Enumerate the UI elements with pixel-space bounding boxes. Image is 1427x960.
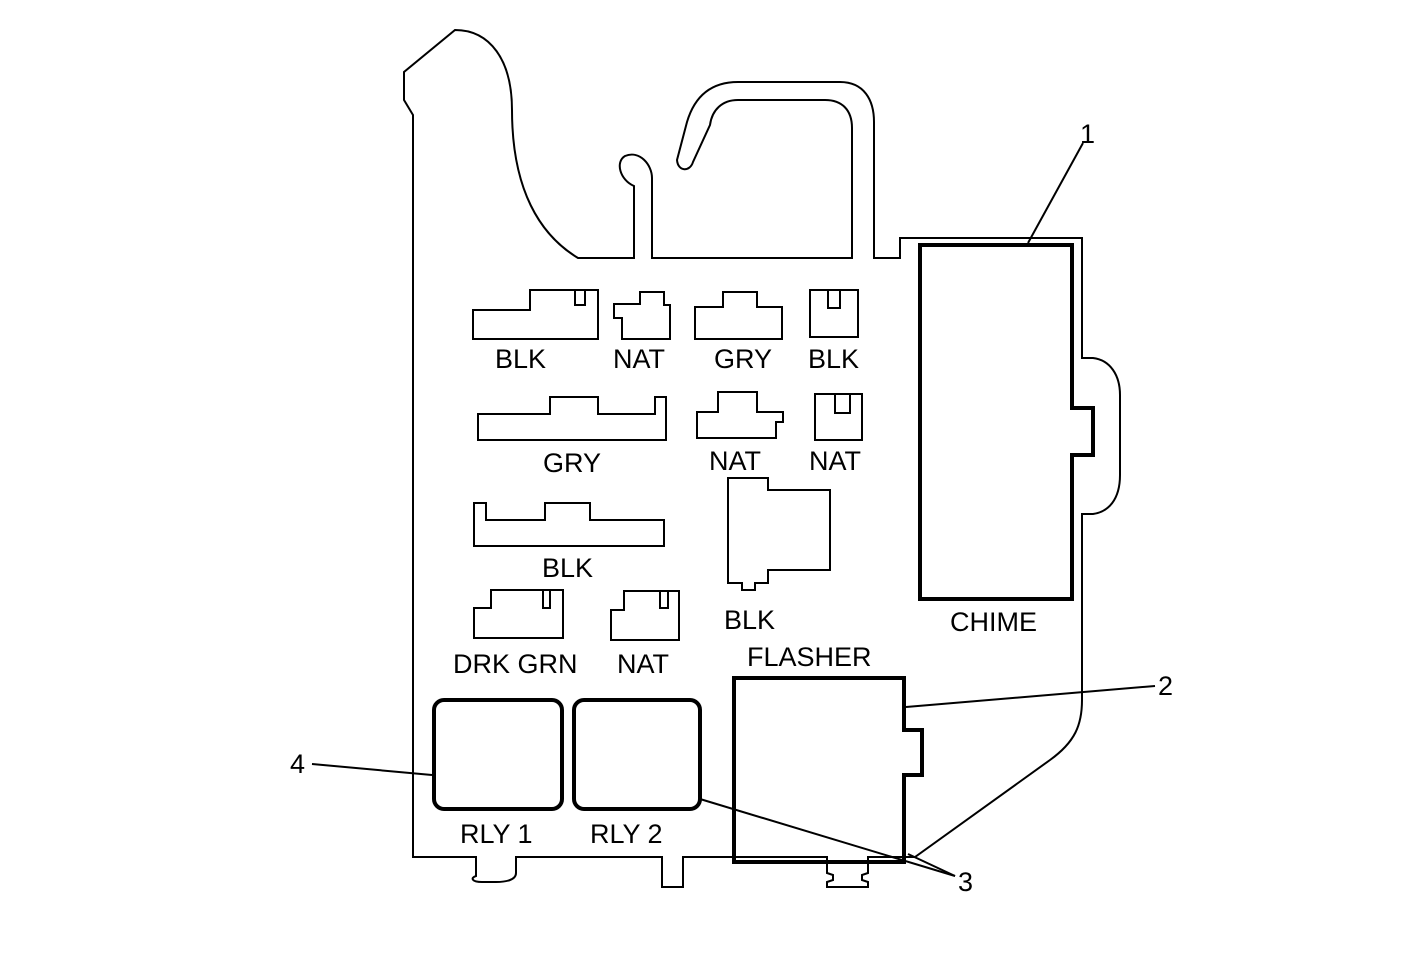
connector-shape-blk-1: [472, 289, 599, 340]
connector-label-nat-3: NAT: [809, 446, 861, 476]
connector-shape-blk-2: [809, 289, 859, 338]
panel-outline: [403, 28, 1121, 888]
connector-shape-drk-grn: [473, 589, 564, 639]
relay-1-label: RLY 1: [460, 819, 533, 849]
leader-line-2: [905, 685, 1156, 708]
connector-shape-blk-4: [727, 477, 831, 591]
connector-label-nat-4: NAT: [617, 649, 669, 679]
callout-3: 3: [958, 867, 973, 897]
connector-label-blk-3: BLK: [542, 553, 593, 583]
connector-shape-nat-1: [613, 291, 671, 340]
flasher-module: [732, 676, 924, 864]
connector-label-nat-1: NAT: [613, 344, 665, 374]
connector-shape-nat-3: [814, 393, 863, 441]
connector-label-blk-1: BLK: [495, 344, 546, 374]
connector-shape-gry-2: [477, 396, 667, 441]
leader-line-4: [311, 763, 433, 776]
relay-1-box: [432, 698, 564, 811]
connector-label-gry-1: GRY: [714, 344, 772, 374]
leader-line-3a: [699, 798, 956, 877]
connector-shape-nat-4: [610, 590, 680, 641]
flasher-label: FLASHER: [747, 642, 872, 672]
connector-label-blk-2: BLK: [808, 344, 859, 374]
chime-module: [918, 243, 1095, 601]
connector-label-nat-2: NAT: [709, 446, 761, 476]
connector-label-gry-2: GRY: [543, 448, 601, 478]
connector-label-blk-4: BLK: [724, 605, 775, 635]
callout-2: 2: [1158, 671, 1173, 701]
connector-label-drk-grn: DRK GRN: [453, 649, 578, 679]
callout-4: 4: [290, 749, 305, 779]
relay-2-label: RLY 2: [590, 819, 663, 849]
connector-shape-blk-3: [473, 502, 665, 547]
connector-shape-nat-2: [696, 391, 784, 439]
chime-label: CHIME: [950, 607, 1037, 637]
relay-2-box: [572, 698, 702, 811]
leader-line-3b: [907, 853, 956, 877]
connector-shape-gry-1: [694, 291, 783, 340]
leader-line-1: [1027, 142, 1084, 244]
callout-1: 1: [1080, 119, 1095, 149]
